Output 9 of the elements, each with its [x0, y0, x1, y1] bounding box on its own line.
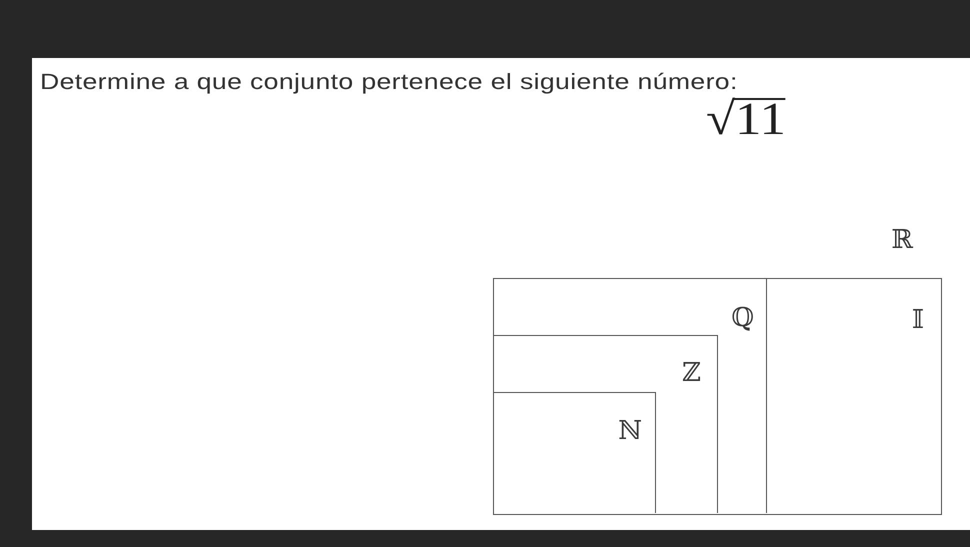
set-symbol: ℤ [682, 360, 701, 386]
heading-text: Determine a que conjunto pertenece el siguiente número: [40, 69, 738, 96]
set-symbol: 𝕀 [912, 307, 924, 333]
set-symbol: ℕ [618, 418, 642, 444]
set-region [494, 392, 656, 513]
set-region [494, 335, 718, 513]
set-symbol: ℚ [731, 305, 754, 331]
math-expression: √11 [706, 96, 786, 142]
set-symbol: ℝ [891, 227, 913, 253]
